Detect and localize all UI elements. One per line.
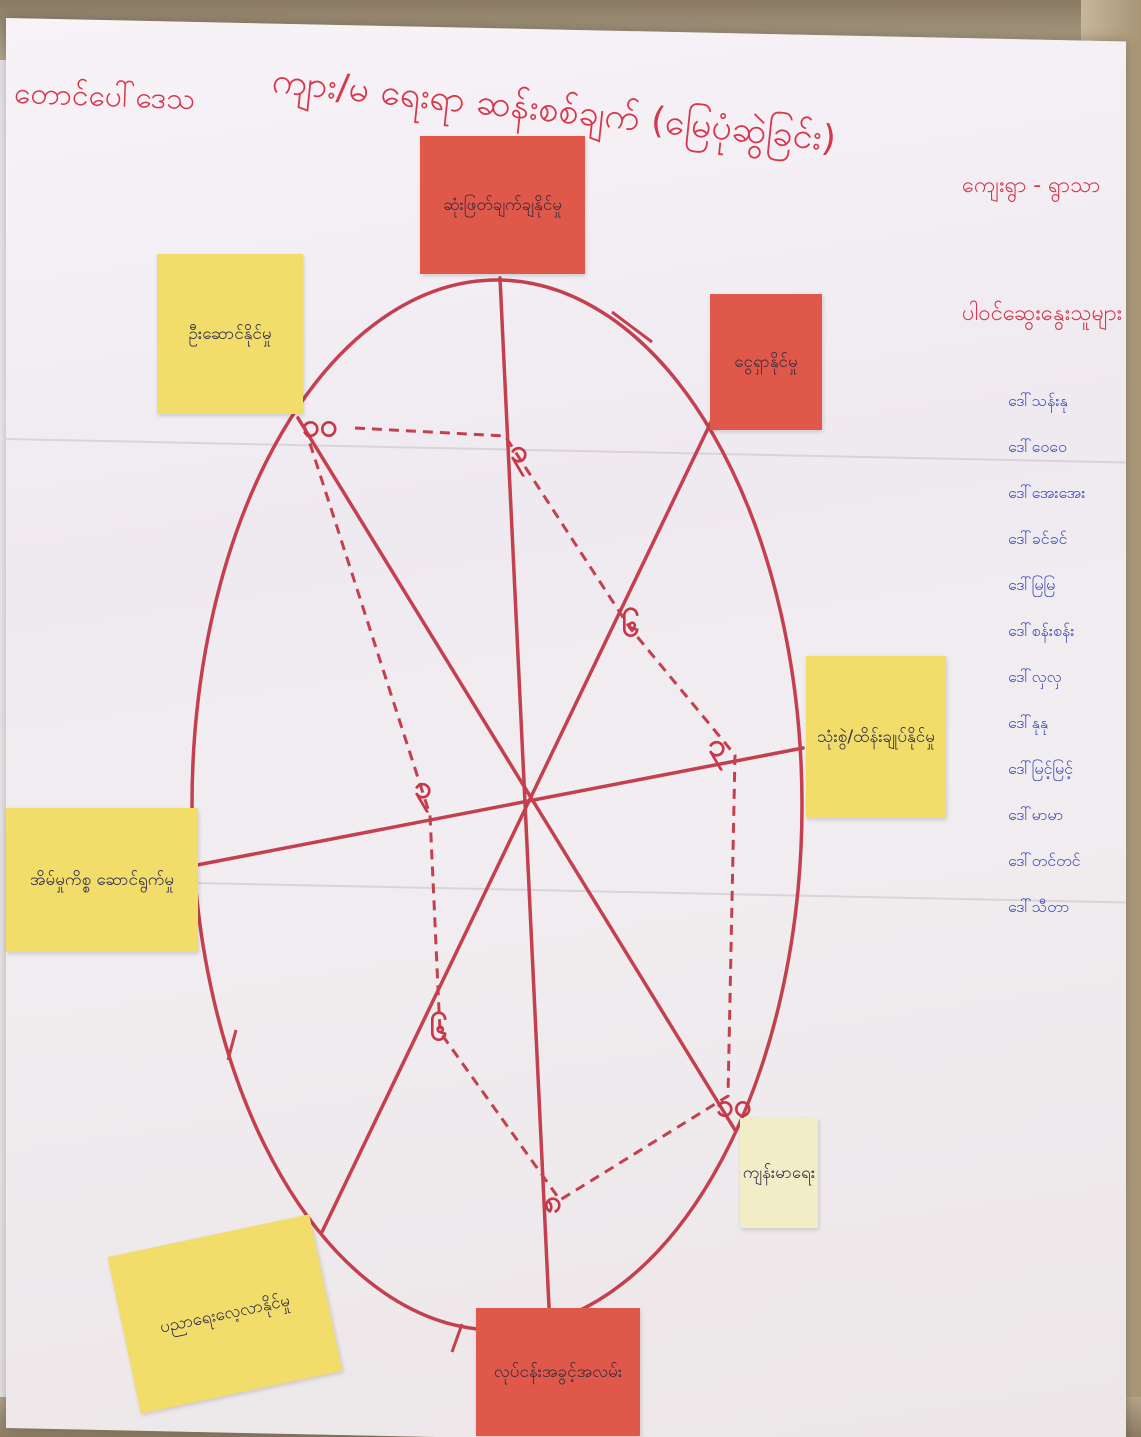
score-polygon [305,428,735,1200]
note-left: အိမ်မှုကိစ္စ ဆောင်ရွက်မှု [6,808,198,952]
wheel-outline [192,280,802,1330]
score-bottom-left: ၆ [430,1008,448,1056]
score-top-right: ၆ [622,604,640,652]
arrow-mark [228,1030,236,1060]
score-top-left: ၁၀ [302,404,338,452]
note-top-left: ဦးဆောင်နိုင်မှု [157,254,303,414]
arrow-mark [452,1324,462,1352]
wheel-spoke [322,420,712,1232]
note-top-right: ငွေရှာနိုင်မှု [710,294,822,430]
note-top: ဆုံးဖြတ်ချက်ချနိုင်မှု [420,136,585,274]
score-top: ၃ [510,430,528,478]
note-bottom: လုပ်ငန်းအခွင့်အလမ်း [476,1308,640,1436]
note-bottom-right: ကျန်းမာရေး [740,1118,818,1228]
score-left: ၃ [414,766,432,814]
score-bottom: ၈ [544,1180,562,1228]
score-right: ၃ [708,724,726,772]
arrow-mark [612,312,652,342]
note-right: သုံးစွဲ/ထိန်းချုပ်နိုင်မှု [806,656,946,818]
